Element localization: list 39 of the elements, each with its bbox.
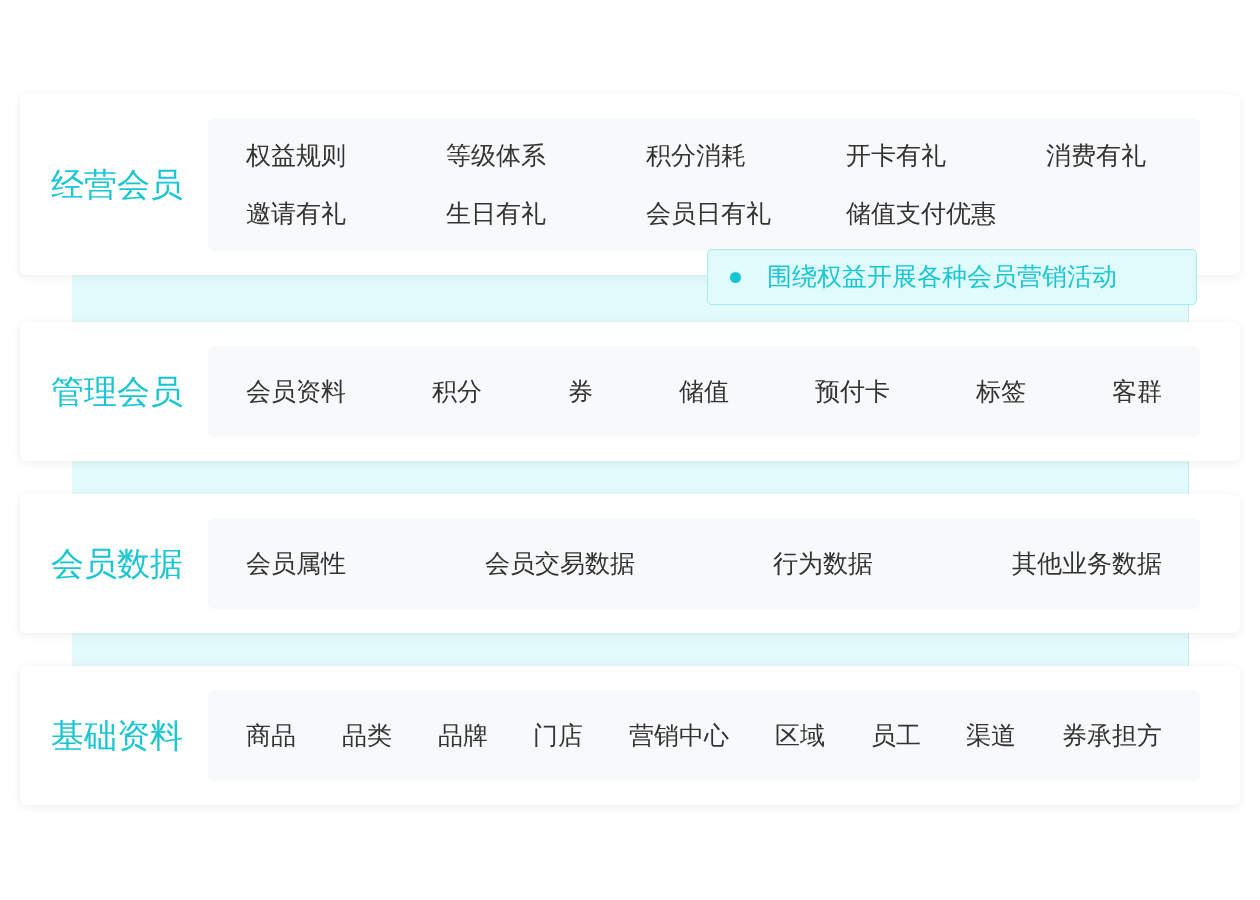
item-text: 券承担方 [1062, 719, 1162, 752]
layer-card [20, 666, 1240, 805]
item-text: 品牌 [437, 719, 488, 752]
item-text: 客群 [1112, 375, 1162, 408]
item-text: 开卡有礼 [846, 139, 947, 172]
item-text: 标签 [976, 375, 1026, 408]
note-text: 围绕权益开展各种会员营销活动 [767, 261, 1117, 293]
item-text: 渠道 [966, 719, 1017, 752]
item-text: 储值 [679, 375, 729, 408]
layer-card [20, 494, 1240, 633]
item-text: 商品 [246, 719, 296, 752]
item-text: 会员资料 [246, 375, 346, 408]
layer-title: 经营会员 [51, 164, 183, 205]
item-text: 会员日有礼 [646, 197, 772, 230]
item-text: 品类 [341, 719, 392, 752]
item-text: 邀请有礼 [246, 197, 347, 230]
item-band [208, 118, 1200, 251]
layer-card [20, 322, 1240, 461]
item-text: 区域 [774, 719, 825, 752]
item-text: 行为数据 [773, 547, 874, 580]
layer-title: 管理会员 [51, 371, 183, 412]
item-text: 权益规则 [246, 139, 347, 172]
layer-title: 基础资料 [51, 715, 183, 756]
item-text: 预付卡 [815, 375, 890, 408]
item-text: 门店 [533, 719, 584, 752]
item-text: 其他业务数据 [1011, 547, 1162, 580]
item-text: 会员属性 [246, 547, 346, 580]
item-text: 营销中心 [629, 719, 729, 752]
item-text: 生日有礼 [446, 197, 547, 230]
item-text: 积分 [432, 375, 482, 408]
item-text: 储值支付优惠 [846, 197, 997, 230]
item-text: 会员交易数据 [484, 547, 635, 580]
item-text: 等级体系 [446, 139, 547, 172]
item-text: 员工 [870, 719, 921, 752]
item-text: 券 [568, 375, 593, 408]
note-callout [707, 249, 1197, 305]
layer-title: 会员数据 [51, 543, 183, 584]
item-text: 积分消耗 [646, 139, 747, 172]
item-text: 消费有礼 [1046, 139, 1147, 172]
